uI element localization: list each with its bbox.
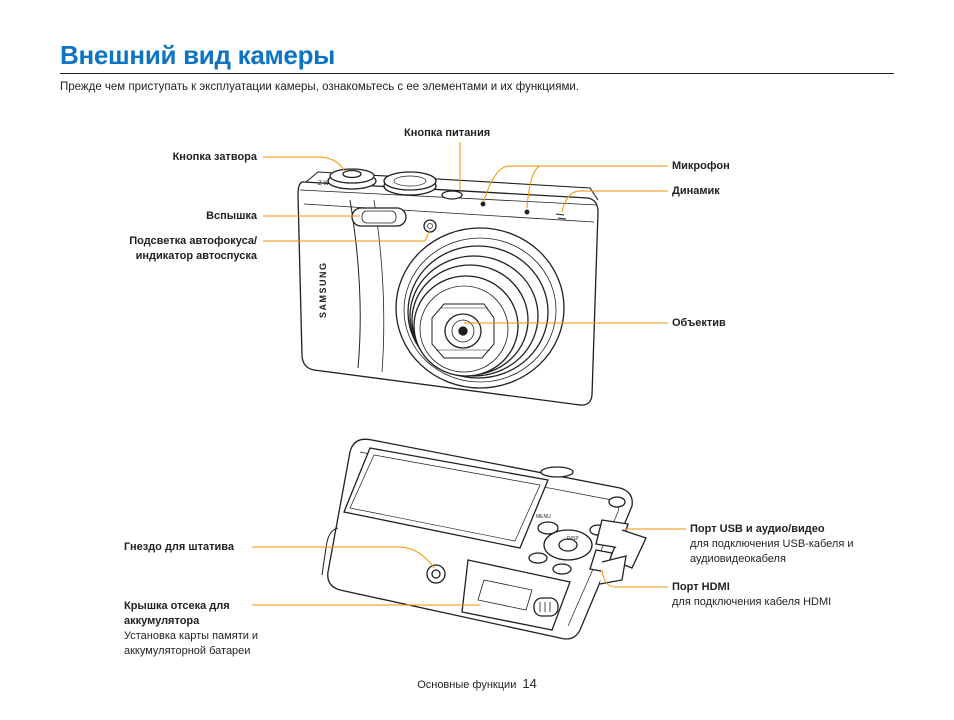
label-usb-title: Порт USB и аудио/видео — [690, 523, 825, 535]
front-leader-lines — [263, 142, 668, 324]
label-usb-port: Порт USB и аудио/видео для подключения U… — [690, 522, 854, 567]
label-power-button: Кнопка питания — [404, 127, 491, 139]
label-shutter-button: Кнопка затвора — [172, 151, 257, 163]
label-af-lamp: Подсветка автофокуса/ индикатор автоспус… — [129, 234, 257, 264]
label-battery-line1: Крышка отсека для — [124, 600, 230, 612]
label-tripod-socket: Гнездо для штатива — [124, 541, 234, 553]
title-rule — [60, 73, 894, 74]
label-usb-desc-line2: аудиовидеокабеля — [690, 553, 786, 565]
label-af-lamp-line2: индикатор автоспуска — [135, 250, 257, 262]
camera-back-view: MENU DISP — [321, 438, 647, 640]
label-battery-cover: Крышка отсека для аккумулятора Установка… — [124, 599, 258, 659]
camera-front-view: Z W SAMSUNG — [297, 168, 599, 406]
label-hdmi-port: Порт HDMI для подключения кабеля HDMI — [672, 580, 831, 610]
brand-text: SAMSUNG — [318, 261, 328, 318]
svg-text:Z W: Z W — [318, 181, 329, 187]
disp-text: DISP — [567, 536, 579, 542]
footer-section: Основные функции — [417, 679, 517, 691]
label-hdmi-title: Порт HDMI — [672, 581, 730, 593]
page-title: Внешний вид камеры — [60, 40, 336, 70]
label-microphone: Микрофон — [672, 160, 730, 172]
label-af-lamp-line1: Подсветка автофокуса/ — [129, 235, 257, 247]
back-leader-lines — [252, 528, 686, 606]
label-lens: Объектив — [672, 317, 726, 329]
label-flash: Вспышка — [206, 210, 257, 222]
label-battery-desc-line1: Установка карты памяти и — [124, 630, 259, 642]
label-battery-desc-line2: аккумуляторной батареи — [124, 645, 251, 657]
intro-text: Прежде чем приступать к эксплуатации кам… — [60, 81, 579, 93]
page-number: 14 — [522, 676, 537, 691]
label-battery-line2: аккумулятора — [124, 615, 200, 627]
label-speaker: Динамик — [672, 185, 720, 197]
label-hdmi-desc: для подключения кабеля HDMI — [672, 596, 832, 608]
page-footer: Основные функции 14 — [0, 676, 954, 691]
menu-text: MENU — [536, 514, 551, 520]
label-usb-desc-line1: для подключения USB-кабеля и — [690, 538, 854, 550]
